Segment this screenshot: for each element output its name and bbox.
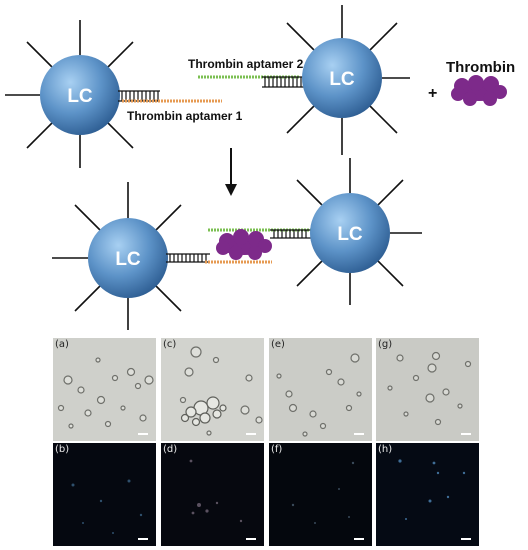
panel-label: (b) — [55, 444, 70, 455]
micrograph-g: (g) — [376, 338, 479, 441]
micrograph-a: (a) — [53, 338, 156, 441]
linker-bottom-left — [166, 253, 210, 263]
lc-label: LC — [329, 69, 355, 90]
scale-bar — [461, 433, 471, 435]
reaction-arrow-icon — [225, 148, 237, 196]
panel-label: (d) — [163, 444, 178, 455]
scale-bar — [246, 538, 256, 540]
panel-label: (f) — [271, 444, 283, 455]
micrograph-image — [161, 443, 264, 546]
lc-particle-top-right: LC — [286, 5, 410, 155]
ligand-spokes — [5, 20, 134, 168]
panel-label: (a) — [55, 339, 69, 350]
aptamer1-strand-top — [118, 90, 222, 103]
panel-label: (h) — [378, 444, 393, 455]
ligand-spokes — [52, 182, 182, 330]
sandwich-complex — [166, 228, 312, 264]
panel-label: (c) — [163, 339, 177, 350]
plus-sign: + — [428, 85, 437, 102]
thrombin-molecule-icon — [451, 75, 507, 106]
lc-sphere — [302, 38, 382, 118]
micrograph-image — [269, 443, 372, 546]
micrograph-b: (b) — [53, 443, 156, 546]
scale-bar — [246, 433, 256, 435]
lc-label: LC — [67, 86, 93, 107]
lc-label: LC — [337, 224, 363, 245]
micrograph-c: (c) — [161, 338, 264, 441]
lc-label: LC — [115, 249, 141, 270]
linker-bottom-right — [270, 229, 312, 239]
scale-bar — [138, 433, 148, 435]
scale-bar — [354, 433, 364, 435]
panel-label: (g) — [378, 339, 393, 350]
micrograph-image — [53, 338, 156, 441]
panel-label: (e) — [271, 339, 285, 350]
micrograph-h: (h) — [376, 443, 479, 546]
micrograph-image — [376, 443, 479, 546]
scale-bar — [354, 538, 364, 540]
lc-particle-bottom-left: LC — [52, 182, 182, 330]
scale-bar — [138, 538, 148, 540]
ligand-spokes — [296, 158, 422, 305]
micrograph-image — [269, 338, 372, 441]
aptamer1-label: Thrombin aptamer 1 — [127, 109, 243, 123]
lc-particle-top-left: LC — [5, 20, 134, 168]
assay-schematic: LC Thrombin aptamer 1 Thrombin aptamer 2 — [5, 5, 515, 330]
ligand-spokes — [286, 5, 410, 155]
aptamer2-strand-top — [198, 75, 305, 88]
lc-sphere — [310, 193, 390, 273]
micrograph-image — [161, 338, 264, 441]
aptamer2-label: Thrombin aptamer 2 — [188, 57, 304, 71]
micrograph-d: (d) — [161, 443, 264, 546]
micrograph-e: (e) — [269, 338, 372, 441]
bound-thrombin-icon — [216, 229, 272, 260]
scale-bar — [461, 538, 471, 540]
micrograph-image — [53, 443, 156, 546]
lc-particle-bottom-right: LC — [296, 158, 422, 305]
lc-sphere — [88, 218, 168, 298]
micrograph-image — [376, 338, 479, 441]
lc-sphere — [40, 55, 120, 135]
micrograph-f: (f) — [269, 443, 372, 546]
thrombin-label: Thrombin — [446, 59, 515, 76]
